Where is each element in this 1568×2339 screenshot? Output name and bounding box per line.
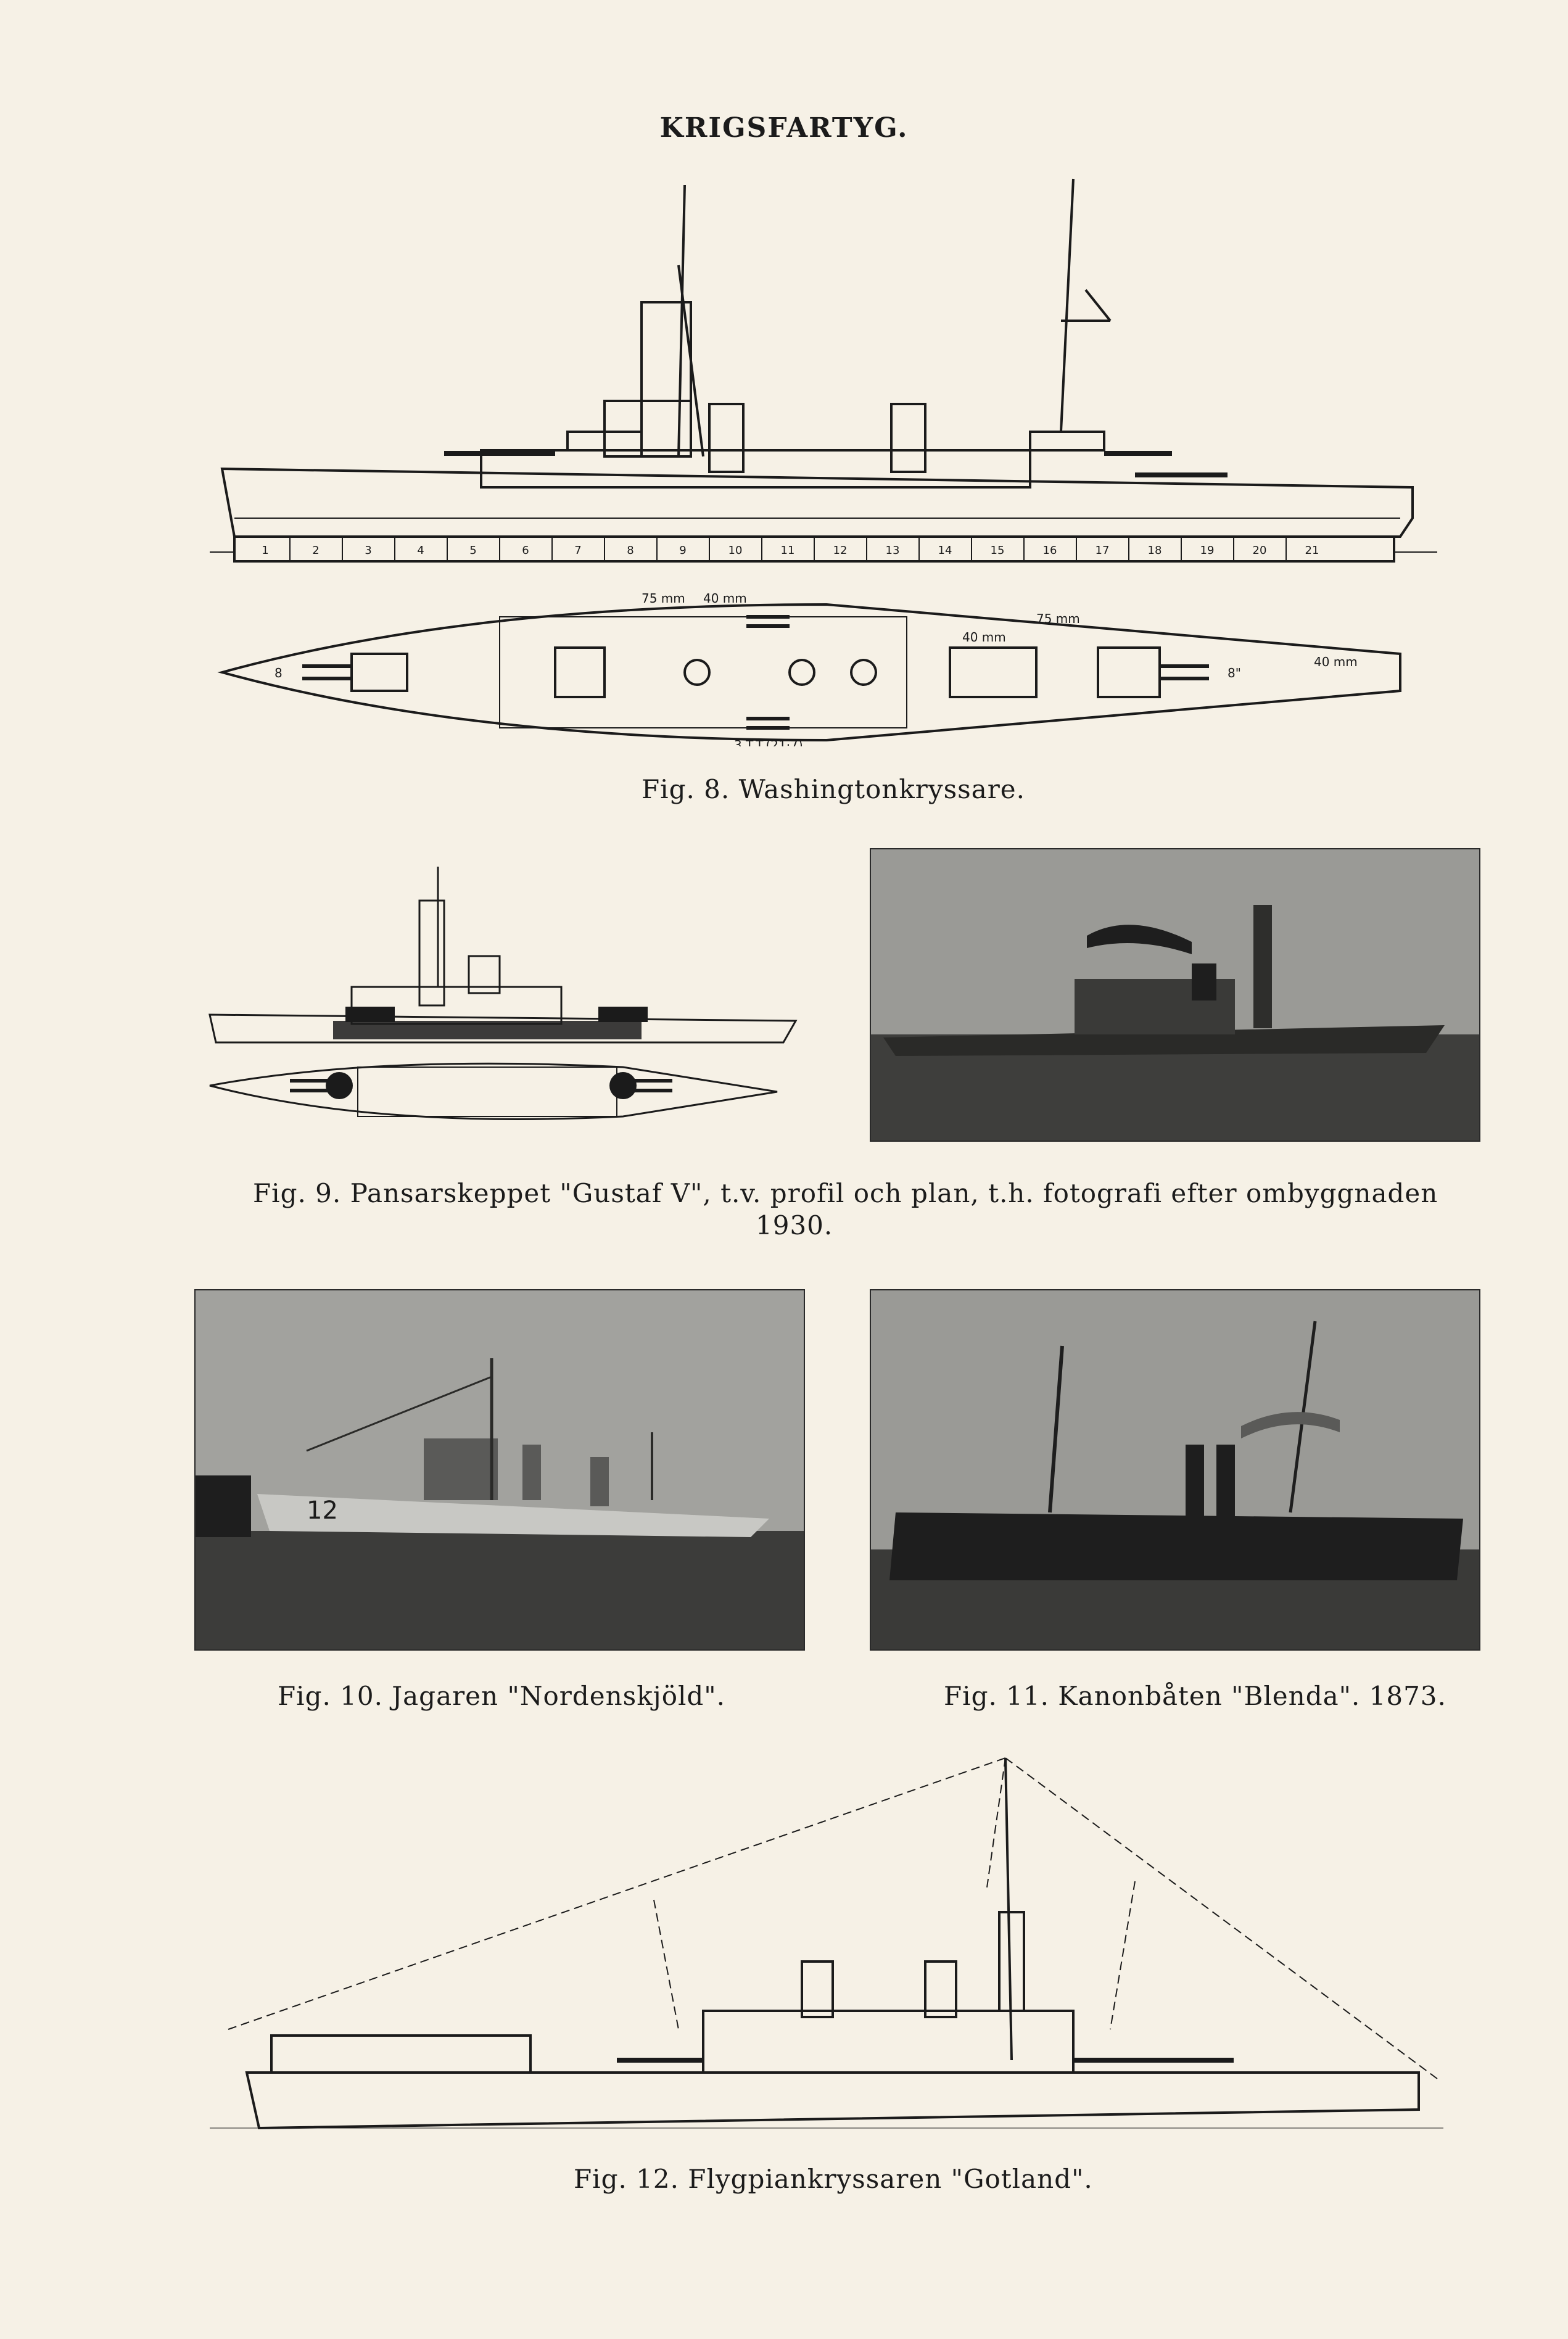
fig8-label: 75 mm [642, 591, 685, 606]
profile-number: 7 [574, 544, 581, 557]
profile-number: 6 [522, 544, 529, 557]
profile-number: 8 [627, 544, 633, 557]
profile-number: 15 [991, 544, 1005, 557]
fig8-caption: Fig. 8. Washingtonkryssare. [642, 774, 1026, 804]
fig11-photo [870, 1289, 1480, 1651]
profile-number: 16 [1043, 544, 1057, 557]
page-title: KRIGSFARTYG. [659, 112, 909, 144]
fig10-hull-number: 12 [307, 1496, 338, 1525]
profile-number: 2 [312, 544, 319, 557]
fig11-caption: Fig. 11. Kanonbåten "Blenda". 1873. [944, 1681, 1446, 1711]
fig9-photo [870, 848, 1480, 1142]
fig9-drawing [208, 867, 798, 1120]
fig8-label: 3 T.T.(21·7) [734, 738, 803, 746]
fig8-label: 75 mm [1036, 611, 1080, 626]
profile-number: 11 [781, 544, 795, 557]
fig8-label: 40 mm [1314, 654, 1358, 669]
profile-number: 4 [417, 544, 424, 557]
profile-number: 10 [728, 544, 743, 557]
fig12-caption: Fig. 12. Flygpiankryssaren "Gotland". [574, 2164, 1093, 2194]
profile-number: 12 [833, 544, 848, 557]
fig8-label: 8 [274, 666, 283, 680]
profile-number: 21 [1305, 544, 1319, 557]
fig10-photo: 12 [194, 1289, 805, 1651]
fig8-label: 8" [1228, 666, 1241, 680]
fig8-label: 40 mm [962, 630, 1006, 645]
profile-number: 3 [365, 544, 371, 557]
fig9-caption-line2: 1930. [756, 1210, 833, 1240]
fig8-label: 40 mm [703, 591, 747, 606]
profile-number: 5 [469, 544, 476, 557]
profile-number: 18 [1148, 544, 1162, 557]
profile-number: 17 [1096, 544, 1110, 557]
profile-number: 14 [938, 544, 952, 557]
profile-number: 9 [679, 544, 686, 557]
fig9-caption-line1: Fig. 9. Pansarskeppet "Gustaf V", t.v. p… [253, 1178, 1438, 1208]
fig8-drawing: 1 2 3 4 5 6 7 8 9 10 11 12 13 14 15 16 1… [210, 178, 1437, 746]
profile-number: 1 [262, 544, 268, 557]
fig12-drawing [210, 1757, 1443, 2130]
fig10-caption: Fig. 10. Jagaren "Nordenskjöld". [278, 1681, 725, 1711]
profile-number: 19 [1200, 544, 1215, 557]
profile-number: 13 [886, 544, 900, 557]
profile-number: 20 [1253, 544, 1267, 557]
